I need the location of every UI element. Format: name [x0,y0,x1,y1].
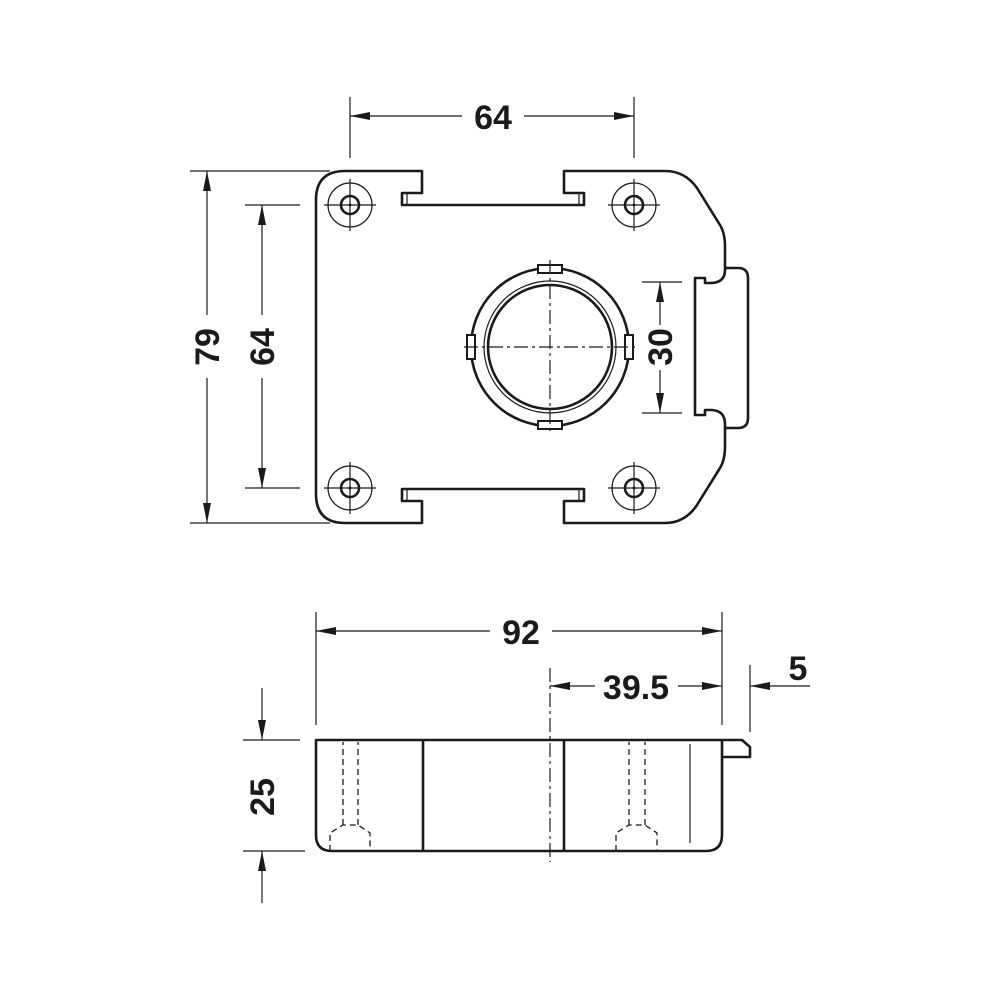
dimension-30: 30 [642,281,682,414]
dimension-label: 25 [244,778,282,816]
cylinder-bore [464,260,636,434]
dimension-label: 39.5 [603,669,669,707]
dimension-92: 92 [315,612,723,725]
dimension-label: 79 [189,328,227,366]
dimension-25: 25 [243,688,305,903]
dimension-label: 5 [789,650,808,688]
top-view-plate [314,169,750,525]
mounting-hole [608,462,660,514]
dimension-label: 30 [642,328,680,366]
side-view-body [314,668,752,862]
mounting-hole [324,462,376,514]
dimension-label: 64 [474,99,512,137]
mounting-hole [608,179,660,231]
dimension-top-64: 64 [349,97,635,158]
dimension-5: 5 [749,650,810,732]
dimension-label: 92 [502,614,540,652]
dimension-79: 79 [189,170,330,524]
dimension-39-5: 39.5 [550,669,722,707]
mounting-hole [324,179,376,231]
dimension-left-64: 64 [244,204,300,489]
dimension-label: 64 [244,328,282,366]
